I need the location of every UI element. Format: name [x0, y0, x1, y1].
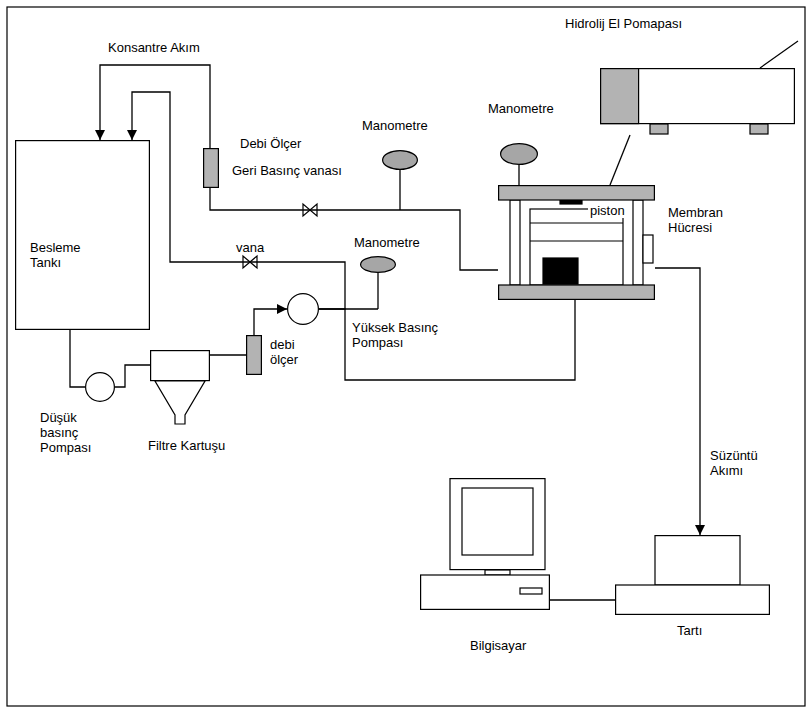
filter-cone — [155, 381, 205, 424]
pipe-connector — [610, 135, 630, 185]
node-label: debi ölçer — [270, 337, 312, 367]
hand-pump-symbol — [600, 68, 795, 135]
flowmeter-body — [204, 149, 219, 188]
gauge-symbol — [500, 143, 538, 165]
cell-port — [643, 235, 653, 263]
hand-pump-foot — [750, 124, 768, 134]
node-label: Manometre — [362, 118, 428, 133]
monitor-neck — [485, 570, 510, 575]
gauge-symbol: Manometre — [382, 150, 418, 170]
frame — [7, 7, 805, 706]
pump-symbol — [287, 293, 319, 325]
press-plate — [499, 186, 655, 200]
annotation-label: vana — [236, 240, 264, 255]
gauge-dial — [383, 151, 418, 170]
press-column — [633, 200, 643, 285]
annotation-label: piston — [588, 203, 627, 218]
gauge-pipe — [345, 308, 378, 309]
hand-pump-lever — [760, 41, 798, 68]
node-label: Düşük basınç Pompası — [40, 410, 102, 455]
gauge-dial — [501, 144, 538, 165]
tank-box: Besleme Tankı — [15, 140, 150, 330]
annotation-label: Konsantre Akım — [108, 40, 200, 55]
annotation-label: Geri Basınç vanası — [232, 163, 342, 178]
pipe-connector — [100, 65, 210, 148]
pipe-connector — [210, 354, 246, 355]
node-label: Manometre — [488, 101, 554, 116]
filter-housing — [151, 351, 210, 381]
pipe-connector — [132, 92, 345, 309]
press-column — [510, 200, 520, 285]
gauge-pipe — [377, 273, 378, 309]
cell-cylinder — [530, 209, 623, 285]
screen — [462, 488, 533, 555]
flowmeter-symbol — [203, 148, 219, 188]
tank-box — [15, 140, 150, 330]
press-plate — [499, 285, 655, 299]
pump-circle — [86, 373, 115, 402]
flowmeter-body — [247, 336, 262, 375]
annotation-label: Süzüntü Akımı — [710, 448, 772, 478]
scale-symbol: Tartı — [615, 535, 770, 615]
pipe-connector — [319, 300, 575, 380]
hand-pump-head — [601, 69, 639, 124]
computer-symbol: Bilgisayar — [420, 478, 550, 610]
computer-case — [421, 575, 550, 609]
gauge-dial — [361, 257, 396, 273]
node-label: Manometre — [354, 235, 420, 250]
piston-block — [543, 258, 578, 284]
computer-symbol — [420, 478, 550, 610]
node-label: Tartı — [677, 623, 702, 638]
node-label: Yüksek Basınç Pompası — [352, 320, 452, 350]
cell-layer — [530, 240, 623, 241]
scale-top — [655, 536, 740, 585]
pipe-connector — [210, 188, 498, 270]
scale-base — [616, 585, 770, 614]
pipe-connector — [254, 309, 287, 335]
flowmeter-symbol — [246, 335, 262, 375]
gauge-symbol — [382, 150, 418, 170]
hand-pump-foot — [650, 124, 668, 134]
filter-symbol: Filtre Kartuşu — [150, 350, 210, 425]
pump-symbol: Yüksek Basınç Pompası — [287, 293, 319, 325]
node-label: Hidrolij El Pomapası — [565, 16, 682, 31]
tank-outline — [16, 141, 150, 330]
node-label: Filtre Kartuşu — [148, 438, 225, 453]
pipe-connector — [518, 165, 519, 185]
membrane-cell: Membran Hücresi — [498, 185, 655, 300]
cell-layer — [530, 222, 623, 223]
flowmeter-symbol: Debi Ölçer — [203, 148, 219, 188]
pump-symbol: Düşük basınç Pompası — [85, 372, 115, 402]
pipe-connector — [115, 365, 150, 387]
press-bar — [560, 200, 582, 204]
membrane-cell — [498, 185, 655, 300]
gauge-symbol: Manometre — [360, 256, 396, 273]
monitor — [450, 479, 545, 570]
gauge-pipe — [399, 170, 400, 210]
pipe-connector — [655, 268, 700, 535]
disk-slot — [520, 588, 542, 594]
gauge-symbol: Manometre — [500, 143, 538, 165]
filter-symbol — [150, 350, 210, 425]
node-label: Bilgisayar — [470, 638, 526, 653]
pipe-connector — [70, 330, 85, 387]
hand-pump-body — [601, 69, 795, 124]
scale-symbol — [615, 535, 770, 615]
pump-circle — [288, 294, 319, 325]
gauge-symbol — [360, 256, 396, 273]
hand-pump-symbol: Hidrolij El Pomapası — [600, 68, 795, 135]
node-label: Debi Ölçer — [240, 136, 301, 151]
flowmeter-symbol: debi ölçer — [246, 335, 262, 375]
pump-symbol — [85, 372, 115, 402]
node-label: Membran Hücresi — [668, 205, 730, 235]
node-label: Besleme Tankı — [30, 240, 100, 270]
pipe-connector — [550, 599, 615, 600]
